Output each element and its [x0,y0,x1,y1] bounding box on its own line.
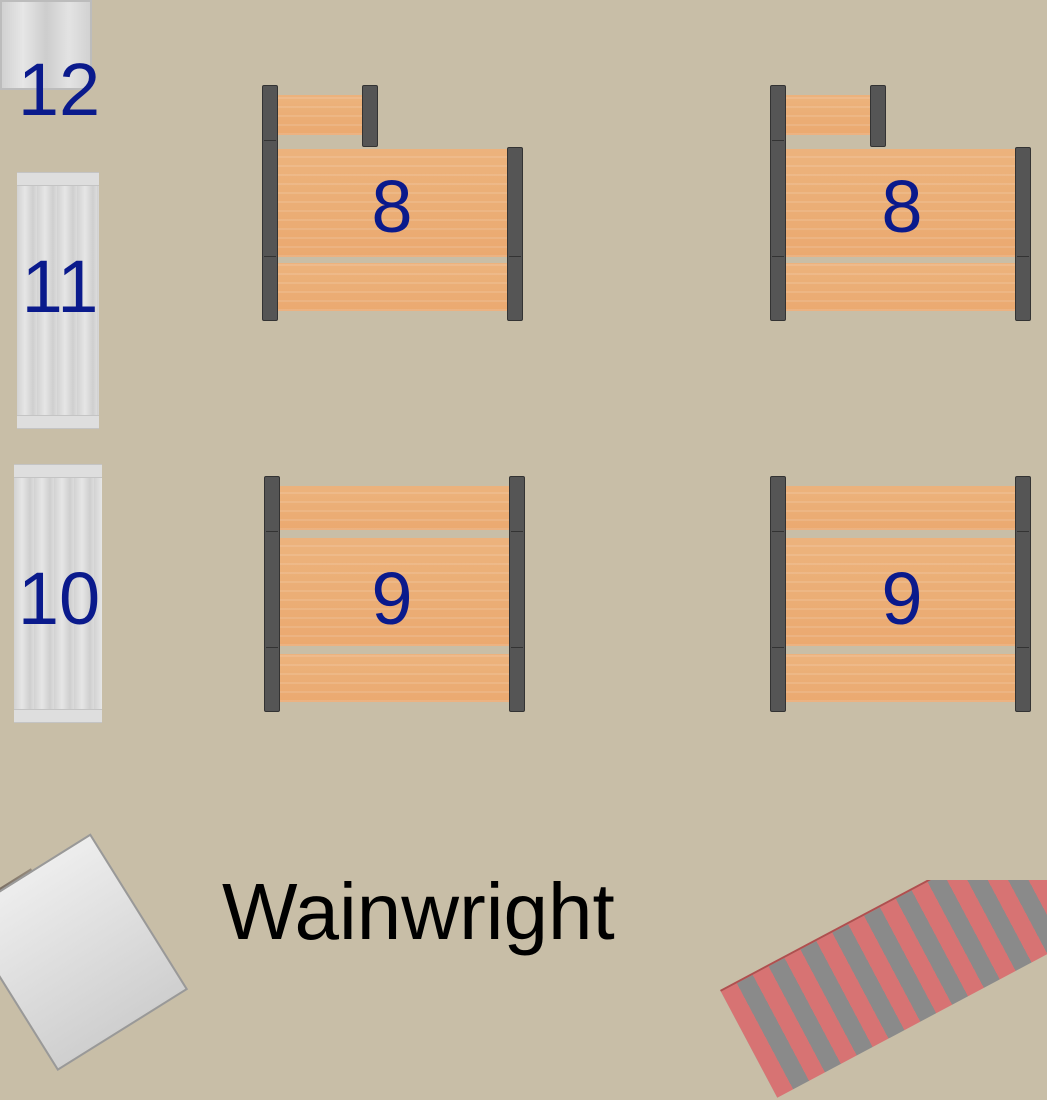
staircase-steps [720,880,1047,1098]
bench-label-bottom-right: 9 [881,557,923,640]
bench-label-bottom-left: 9 [371,557,413,640]
stone-pillar-10[interactable] [14,464,102,723]
bench-top-right[interactable] [770,85,1032,321]
stone-block-12[interactable] [0,0,92,90]
tile-label-10: 10 [17,557,101,640]
stone-pillar-11[interactable] [17,172,99,429]
area-name-label: Wainwright [222,867,615,956]
bench-bottom-right[interactable] [770,476,1032,712]
bench-top-left[interactable] [262,85,524,321]
bench-label-top-right: 8 [881,165,923,248]
tile-label-11: 11 [21,245,99,328]
tile-label-12: 12 [17,48,101,131]
bench-label-top-left: 8 [371,165,413,248]
staircase[interactable] [680,880,1047,1100]
bench-bottom-left[interactable] [264,476,526,712]
